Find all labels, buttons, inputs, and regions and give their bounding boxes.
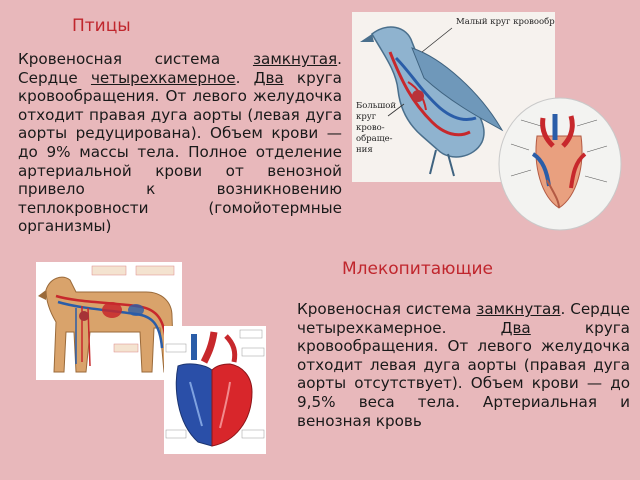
mammals-text-two: Два bbox=[500, 318, 531, 337]
birds-text-closed: замкнутая bbox=[252, 50, 338, 68]
bird-label-big-circle-1: Большой bbox=[356, 101, 396, 111]
bird-label-big-circle-2: круг bbox=[356, 112, 377, 122]
mammals-heading: Млекопитающие bbox=[342, 259, 493, 279]
mammals-text-1: Кровеносная система bbox=[297, 300, 477, 318]
birds-text-3: . bbox=[235, 68, 254, 87]
birds-text-4: круга кровообращения. От левого желудочк… bbox=[18, 68, 342, 236]
mammal-heart-image bbox=[164, 326, 266, 454]
dog-circulation-image bbox=[36, 262, 182, 380]
mammals-text-2: . Сердце четырехкамерное. bbox=[297, 300, 630, 337]
birds-text-1: Кровеносная система bbox=[18, 50, 253, 68]
bird-heart-svg bbox=[498, 97, 622, 231]
dog-diagram-svg bbox=[38, 265, 175, 373]
birds-paragraph: Кровеносная система замкнутая. Сердце че… bbox=[18, 50, 342, 236]
birds-text-four-chamber: четырехкамерное bbox=[90, 68, 236, 87]
bird-heart-image bbox=[497, 96, 623, 232]
bird-diagram-svg: Малый круг кровообращения Большой круг к… bbox=[356, 16, 555, 177]
mammals-text-closed: замкнутая bbox=[476, 300, 561, 318]
bird-label-small-circle: Малый круг кровообращения bbox=[456, 16, 555, 27]
bird-circulation-image: Малый круг кровообращения Большой круг к… bbox=[352, 12, 555, 182]
birds-text-2: . Сердце bbox=[18, 50, 342, 87]
mammals-paragraph: Кровеносная система замкнутая. Сердце че… bbox=[297, 300, 630, 430]
birds-heading: Птицы bbox=[72, 16, 131, 36]
bird-label-big-circle-5: ния bbox=[356, 145, 373, 155]
mammal-heart-svg bbox=[165, 329, 265, 447]
birds-text-two: Два bbox=[253, 68, 284, 87]
bird-label-big-circle-3: крово- bbox=[356, 123, 385, 133]
bird-label-big-circle-4: обраще- bbox=[356, 133, 393, 144]
mammals-text-3: круга кровообращения. От левого желудочк… bbox=[297, 318, 630, 430]
